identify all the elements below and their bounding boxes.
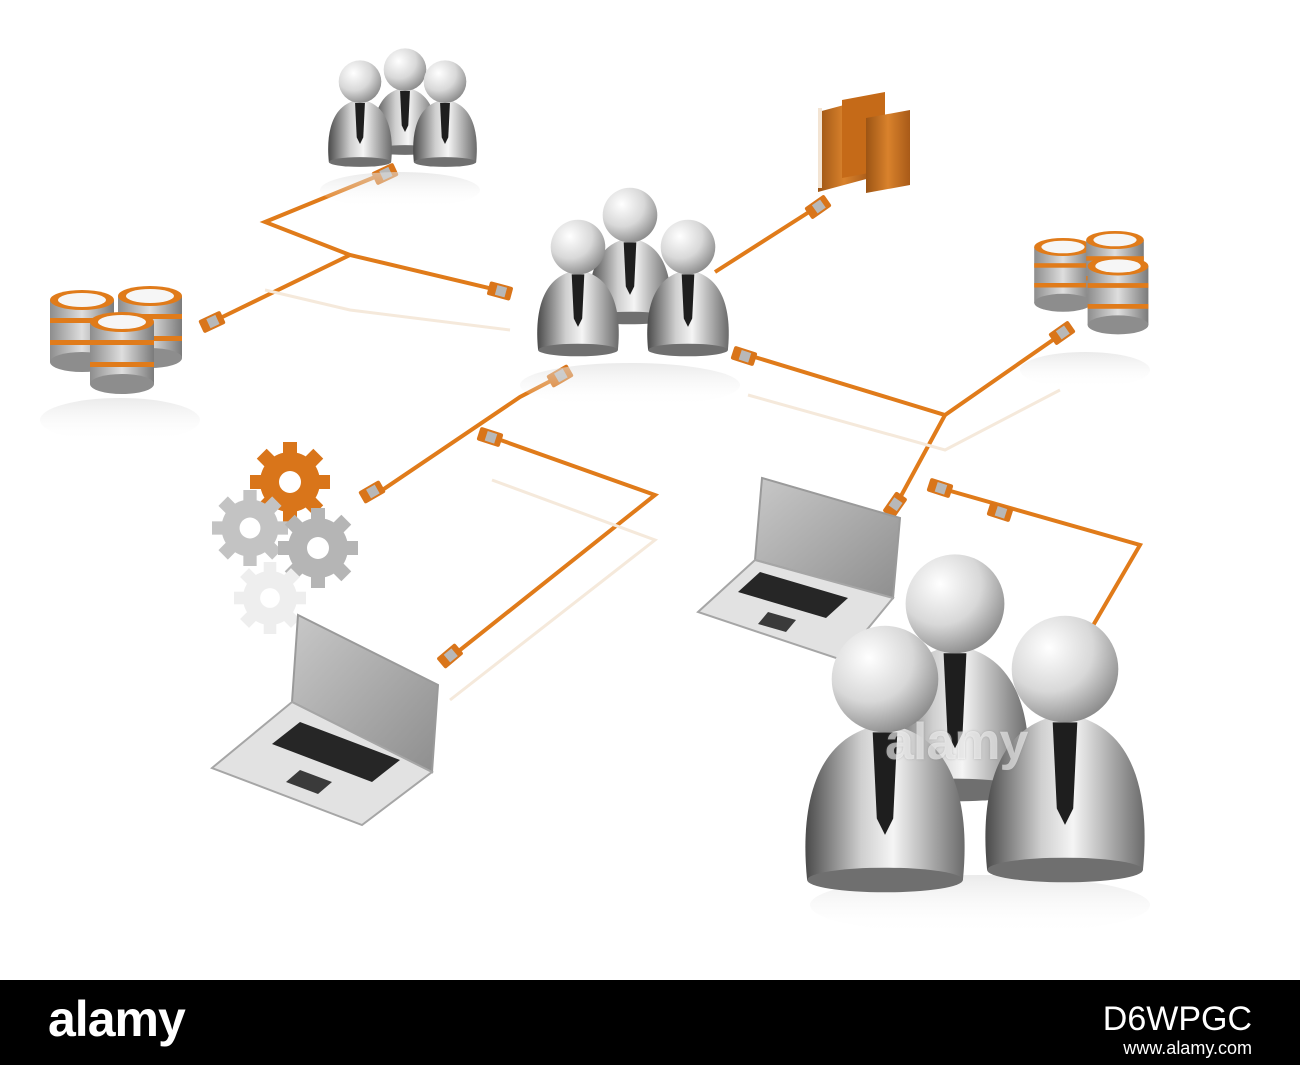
people-group-foreground	[805, 554, 1150, 935]
laptop-right	[696, 476, 902, 662]
database-right	[1020, 231, 1150, 388]
network-illustration	[40, 48, 1150, 935]
folders	[818, 92, 910, 193]
footer-logo: alamy	[48, 991, 186, 1047]
database-left	[40, 286, 200, 442]
footer-url: www.alamy.com	[1123, 1038, 1252, 1058]
footer-bar: alamy D6WPGC www.alamy.com	[0, 980, 1300, 1065]
people-group-center	[520, 187, 740, 407]
image-code: D6WPGC	[1102, 1000, 1252, 1038]
laptop-left	[210, 613, 440, 827]
watermark: alamy	[885, 713, 1028, 771]
cable-reflections	[264, 288, 1061, 702]
gears	[212, 442, 358, 634]
people-group-top	[320, 48, 480, 208]
